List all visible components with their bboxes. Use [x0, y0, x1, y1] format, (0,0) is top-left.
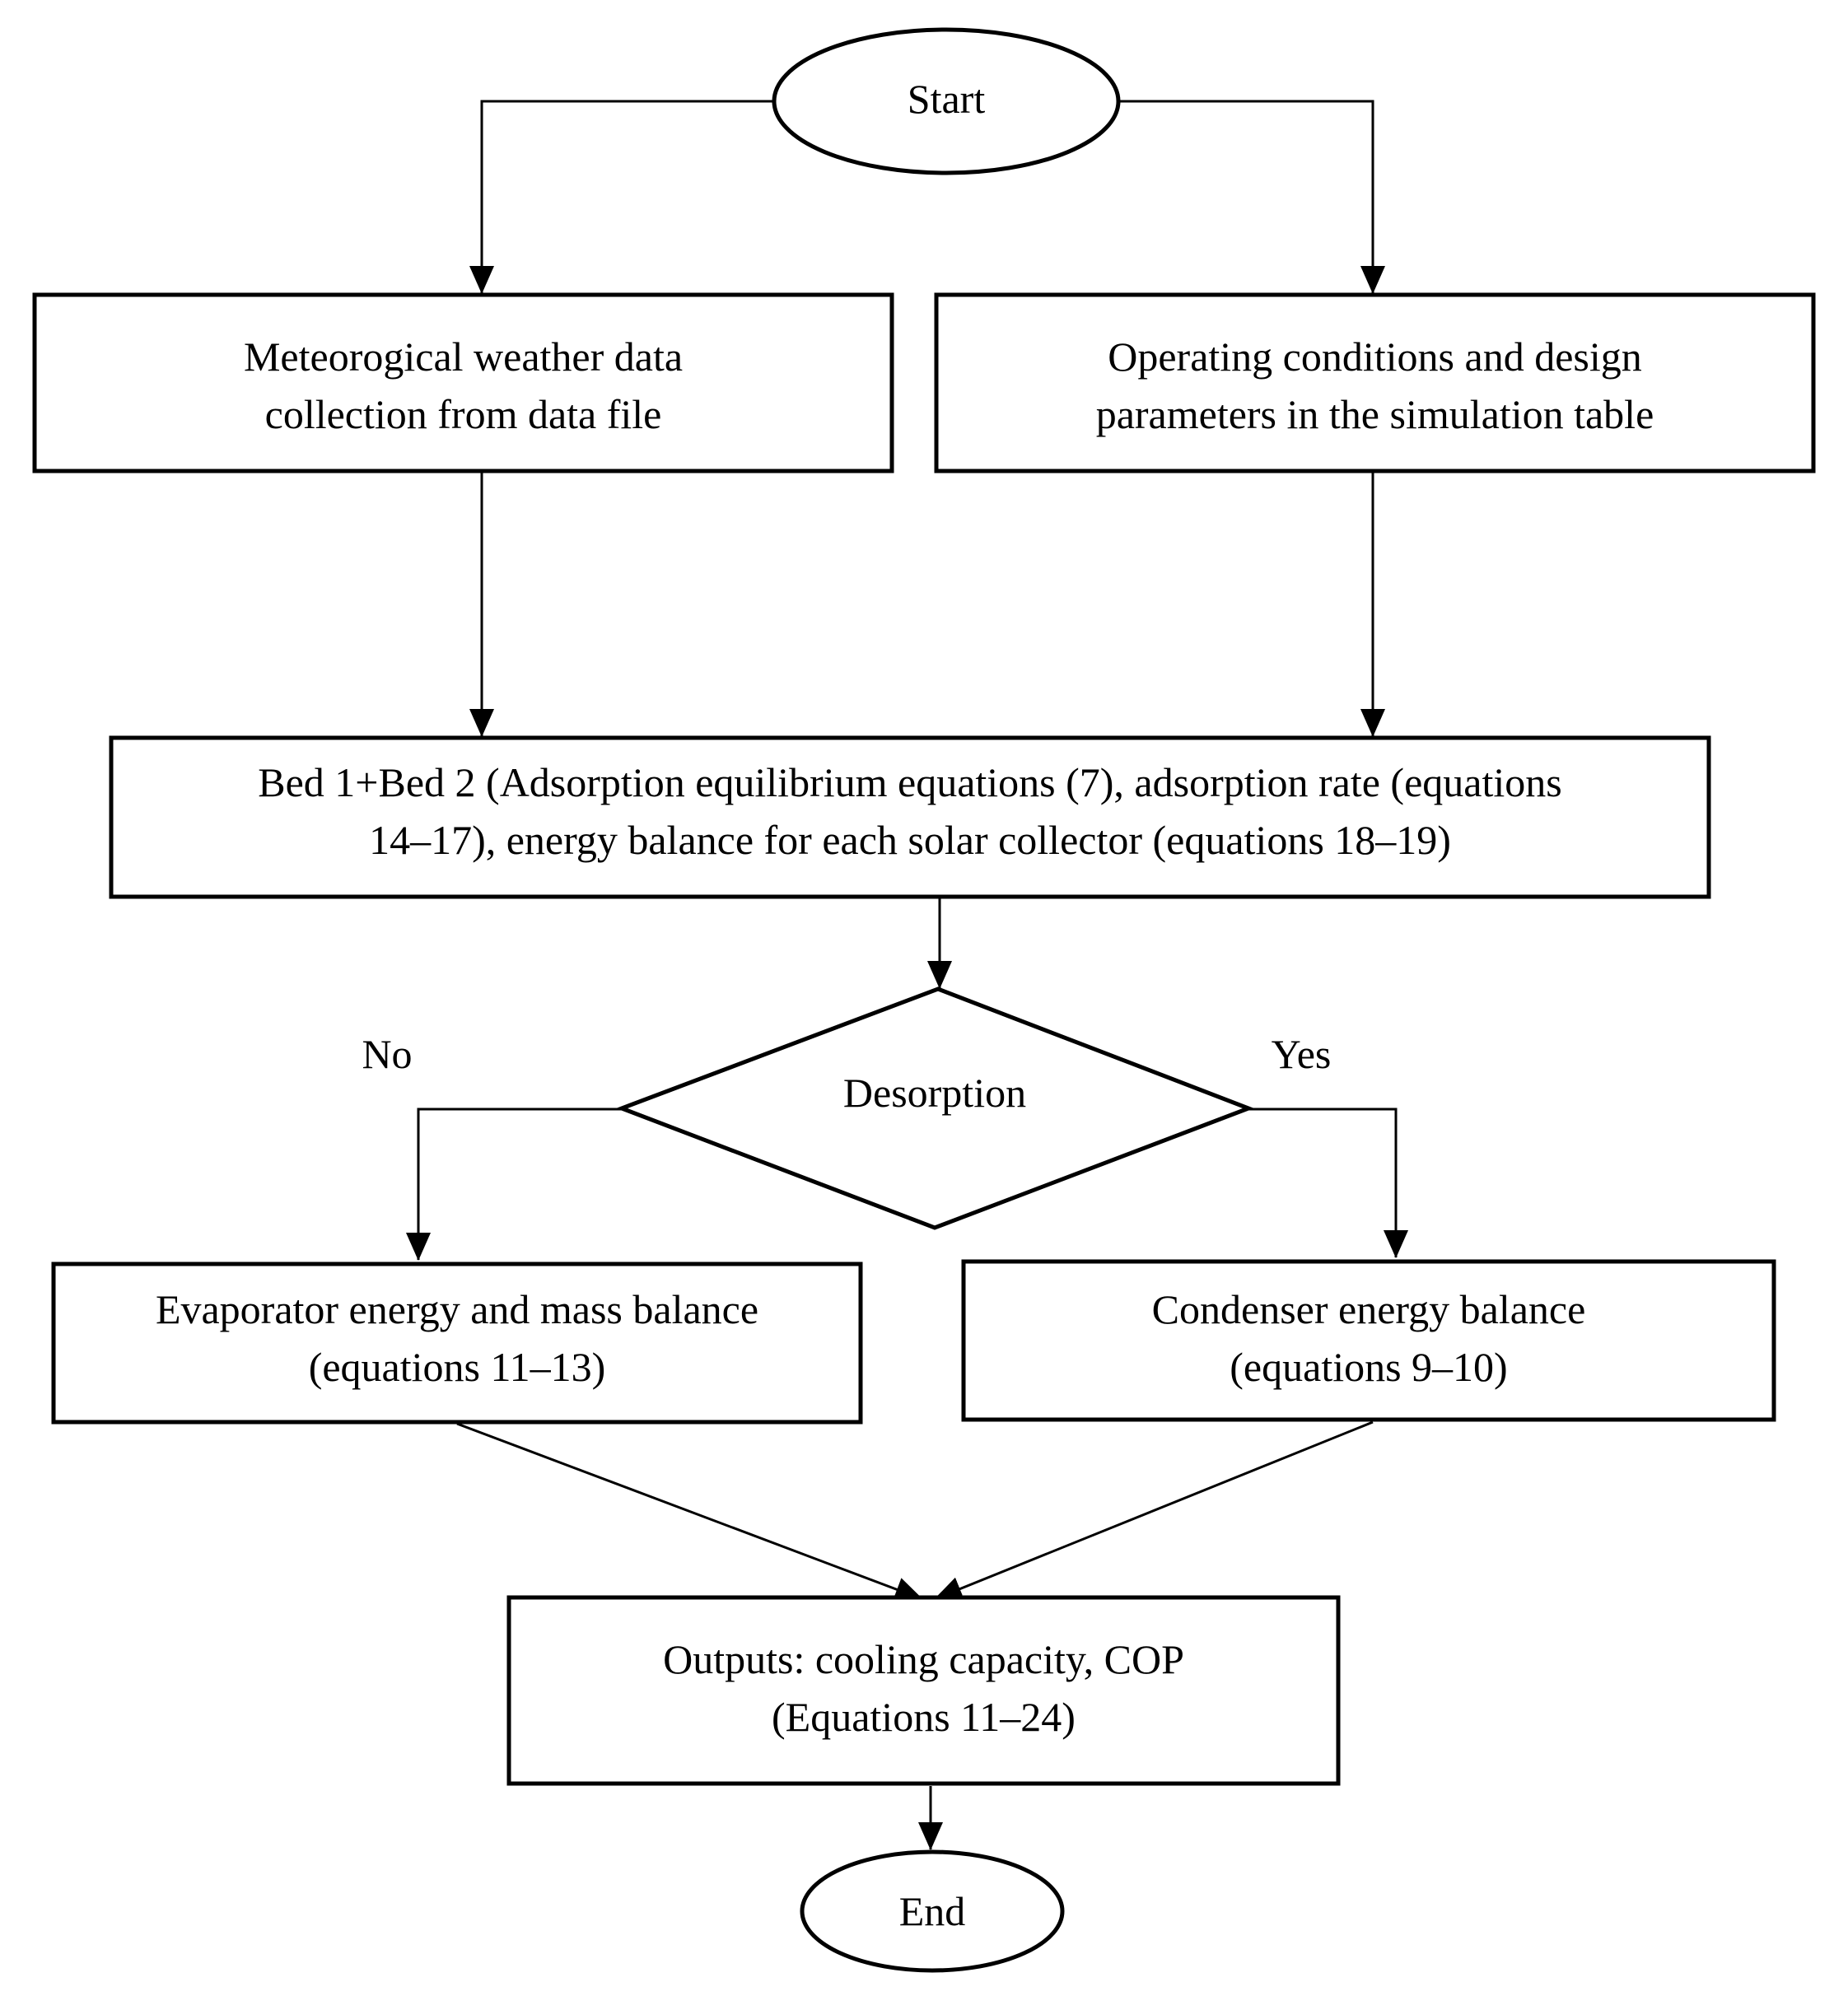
meteorological-line-2: collection from data file: [264, 391, 662, 437]
operating-box-shape: [934, 292, 1816, 473]
condenser-line-1: Condenser energy balance: [1151, 1286, 1586, 1332]
end-text: End: [898, 1888, 966, 1934]
outputs-line-1: Outputs: cooling capacity, COP: [663, 1636, 1184, 1682]
arrow-decision-to-condenser: [1248, 1108, 1408, 1258]
evaporator-line-1: Evaporator energy and mass balance: [155, 1286, 759, 1332]
outputs-box-shape: [506, 1595, 1341, 1786]
operating-line-2: parameters in the simulation table: [1095, 391, 1654, 437]
start-text: Start: [907, 76, 986, 122]
end-ellipse: [800, 1849, 1065, 1973]
condenser-box-shape: [961, 1259, 1776, 1422]
decision-diamond: [615, 986, 1254, 1230]
decision-label: Desorption: [733, 1064, 1136, 1122]
meteorological-line-1: Meteorogical weather data: [243, 333, 684, 380]
evaporator-line-2: (equations 11–13): [308, 1344, 606, 1390]
bed-box-label: Bed 1+Bed 2 (Adsorption equilibrium equa…: [111, 753, 1709, 869]
condenser-box-label: Condenser energy balance (equations 9–10…: [964, 1280, 1774, 1396]
bed-box-shape: [109, 735, 1711, 899]
start-ellipse: [772, 27, 1121, 175]
meteorological-box-shape: [32, 292, 894, 473]
yes-text: Yes: [1271, 1031, 1332, 1077]
start-label: Start: [774, 70, 1118, 128]
condenser-line-2: (equations 9–10): [1230, 1344, 1508, 1390]
arrow-start-to-operating: [1119, 100, 1385, 294]
no-text: No: [362, 1031, 413, 1077]
operating-line-1: Operating conditions and design: [1108, 333, 1642, 380]
operating-box-label: Operating conditions and design paramete…: [936, 328, 1813, 443]
outputs-line-2: (Equations 11–24): [772, 1694, 1076, 1740]
arrow-condenser-to-outputs: [934, 1420, 1374, 1601]
bed-line-1: Bed 1+Bed 2 (Adsorption equilibrium equa…: [258, 759, 1562, 805]
meteorological-box-label: Meteorogical weather data collection fro…: [35, 328, 892, 443]
outputs-box-label: Outputs: cooling capacity, COP (Equation…: [509, 1630, 1338, 1746]
end-label: End: [802, 1882, 1062, 1940]
evaporator-box-shape: [51, 1261, 863, 1425]
arrow-decision-to-evaporator: [406, 1108, 622, 1261]
decision-text: Desorption: [842, 1070, 1027, 1116]
decision-no-label: No: [329, 1025, 445, 1083]
evaporator-box-label: Evaporator energy and mass balance (equa…: [54, 1280, 861, 1396]
decision-yes-label: Yes: [1244, 1025, 1359, 1083]
bed-line-2: 14–17), energy balance for each solar co…: [369, 817, 1451, 863]
arrow-evaporator-to-outputs: [456, 1422, 923, 1602]
arrow-start-to-meteorological: [469, 100, 774, 294]
